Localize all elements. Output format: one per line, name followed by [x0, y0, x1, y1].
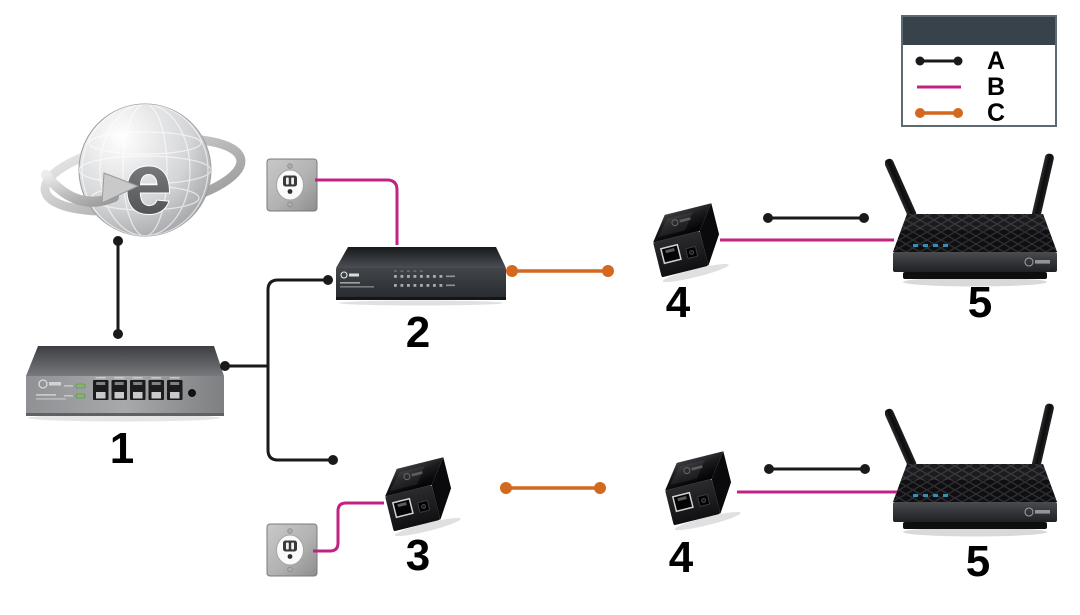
poe-switch-device — [332, 244, 510, 306]
label-access-point-top-number: 5 — [967, 278, 993, 327]
cable-internet-to-router — [113, 236, 123, 339]
poe-splitter-bottom-device — [652, 446, 752, 534]
label-poe-switch-number: 2 — [405, 308, 431, 357]
label-router-number: 1 — [109, 424, 135, 473]
legend: A B C — [901, 15, 1057, 127]
legend-label-b: B — [987, 72, 1006, 101]
poe-injector-device — [372, 452, 472, 540]
label-poe-splitter-top-number: 4 — [665, 278, 691, 327]
status-led — [75, 383, 86, 389]
led-grid — [394, 270, 455, 287]
cable-injector-to-splitter-bottom — [500, 482, 606, 494]
power-outlet-bottom-icon — [266, 523, 318, 577]
legend-row-c: C — [913, 98, 1049, 127]
label-poe-injector-number: 3 — [405, 531, 431, 580]
label-access-point-bottom-number: 5 — [965, 537, 991, 586]
cable-power-to-switch — [315, 178, 399, 245]
tplink-logo-icon — [340, 271, 348, 279]
cable-splitter-ap-link-top — [763, 213, 869, 223]
ethernet-ports — [93, 377, 183, 400]
legend-label-a: A — [987, 46, 1006, 75]
poe-splitter-top-device — [640, 198, 740, 286]
magenta-line-sample-icon — [917, 85, 961, 89]
legend-label-c: C — [987, 98, 1006, 127]
black-line-sample-icon — [915, 56, 963, 66]
label-poe-splitter-bottom-number: 4 — [668, 533, 694, 582]
legend-header — [903, 17, 1055, 45]
access-point-top-device — [885, 148, 1065, 296]
cable-splitter-ap-link-bottom — [764, 464, 870, 474]
status-led — [75, 393, 86, 399]
legend-row-a: A — [913, 46, 1049, 75]
internet-globe-icon: e — [30, 85, 250, 250]
cable-router-junction — [220, 275, 338, 465]
tplink-logo-icon — [38, 379, 48, 389]
orange-line-sample-icon — [915, 108, 963, 118]
legend-row-b: B — [913, 72, 1049, 101]
power-outlet-top-icon — [266, 158, 318, 212]
reset-button-icon — [188, 389, 196, 397]
router-device — [18, 338, 230, 422]
cable-switch-to-splitter-top — [506, 265, 614, 277]
access-point-bottom-device — [885, 398, 1065, 546]
